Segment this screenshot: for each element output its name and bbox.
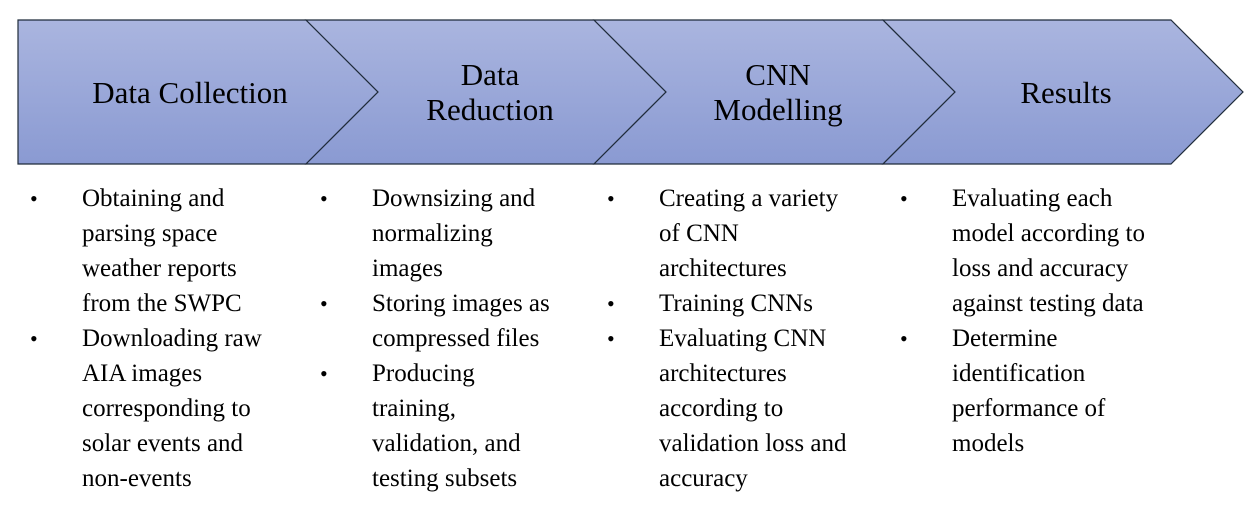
stage-title-cnn-modelling: CNN Modelling <box>713 57 843 127</box>
bullet-item: • Downloading raw AIA images correspondin… <box>30 321 307 496</box>
bullet-text: Creating a variety of CNN architectures <box>659 185 839 282</box>
stage-title-data-collection: Data Collection <box>92 74 288 110</box>
stage-arrow <box>881 19 1244 165</box>
stage-title-data-reduction: Data Reduction <box>426 57 554 127</box>
bullet-icon: • <box>607 186 615 211</box>
bullet-icon: • <box>900 186 908 211</box>
stage-bullets-data-reduction: • Downsizing and normalizing images • Stor… <box>320 181 597 496</box>
bullet-text: Producing training, validation, and test… <box>372 360 521 492</box>
bullet-item: • Creating a variety of CNN architectures <box>607 181 889 286</box>
bullet-icon: • <box>607 326 615 351</box>
bullet-icon: • <box>607 291 615 316</box>
stage-bullets-data-collection: • Obtaining and parsing space weather rep… <box>30 181 307 496</box>
bullet-text: Determine identification performance of … <box>952 325 1106 457</box>
bullet-icon: • <box>320 291 328 316</box>
bullet-text: Evaluating each model according to loss … <box>952 185 1145 317</box>
stage-bullets-cnn-modelling: • Creating a variety of CNN architectures… <box>607 181 889 496</box>
bullet-item: • Obtaining and parsing space weather rep… <box>30 181 307 321</box>
process-flow <box>17 19 1244 165</box>
stage-title-results: Results <box>1020 74 1112 110</box>
bullet-text: Storing images as compressed files <box>372 290 550 352</box>
bullet-item: • Downsizing and normalizing images <box>320 181 597 286</box>
bullet-item: • Producing training, validation, and tes… <box>320 356 597 496</box>
bullet-item: • Training CNNs <box>607 286 889 321</box>
bullet-icon: • <box>900 326 908 351</box>
bullet-item: • Evaluating each model according to loss… <box>900 181 1192 321</box>
bullet-item: • Storing images as compressed files <box>320 286 597 356</box>
bullet-item: • Determine identification performance of… <box>900 321 1192 461</box>
bullet-icon: • <box>320 186 328 211</box>
bullet-icon: • <box>30 186 38 211</box>
bullet-text: Evaluating CNN architectures according t… <box>659 325 847 492</box>
bullet-text: Downsizing and normalizing images <box>372 185 536 282</box>
bullet-item: • Evaluating CNN architectures according … <box>607 321 889 496</box>
bullet-icon: • <box>30 326 38 351</box>
bullet-text: Downloading raw AIA images corresponding… <box>82 325 262 492</box>
bullet-icon: • <box>320 361 328 386</box>
bullet-text: Obtaining and parsing space weather repo… <box>82 185 242 317</box>
stage-bullets-results: • Evaluating each model according to loss… <box>900 181 1192 461</box>
bullet-text: Training CNNs <box>659 290 813 317</box>
